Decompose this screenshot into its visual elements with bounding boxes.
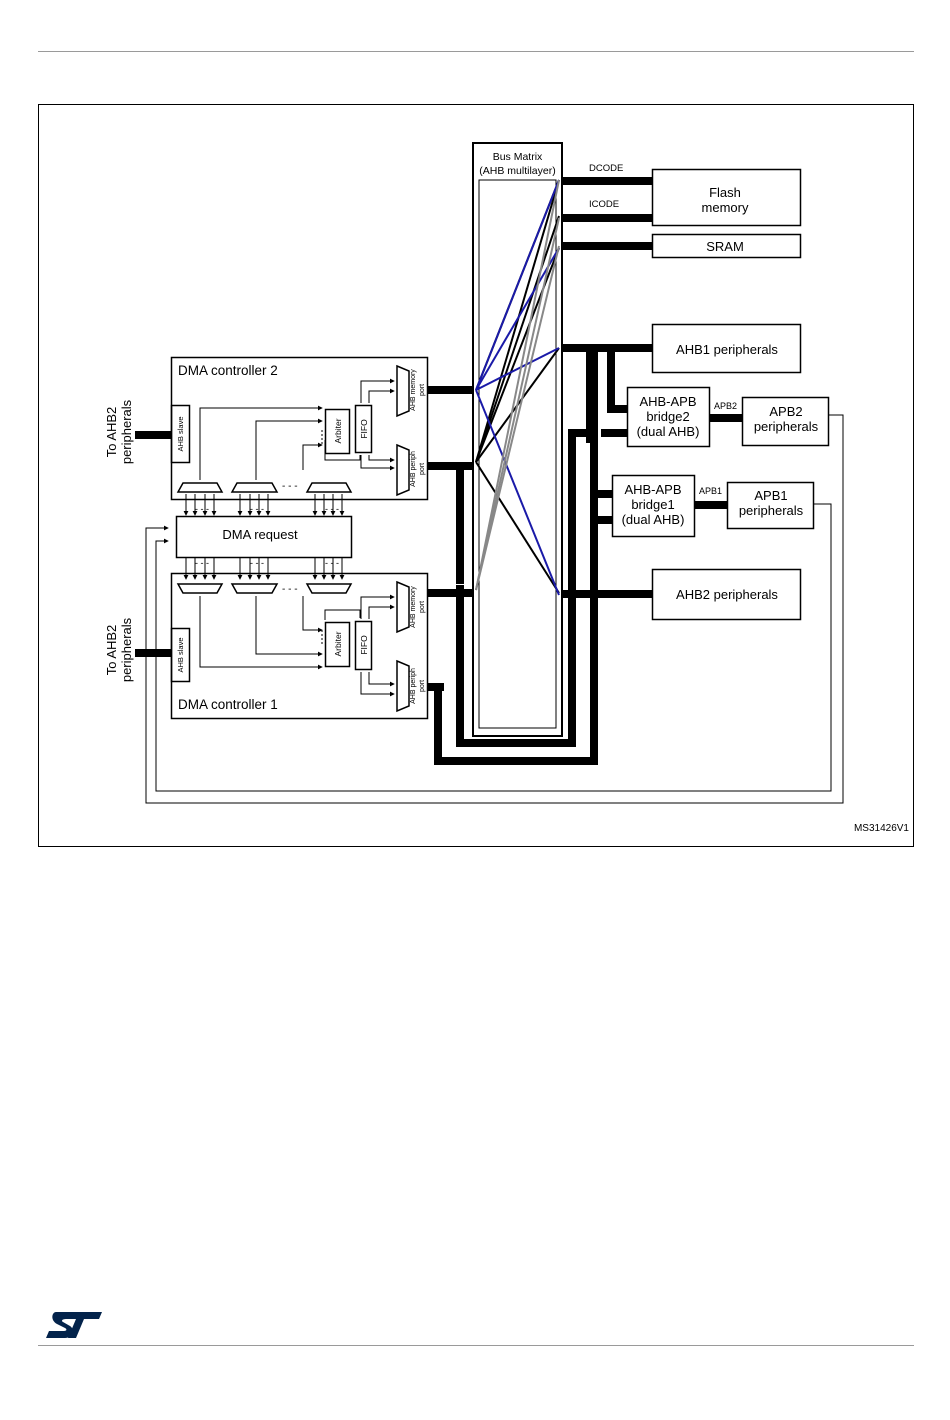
top-rule: [38, 51, 914, 52]
ahb-apb-bridge2-block: AHB-APB bridge2 (dual AHB): [626, 386, 711, 448]
svg-text:FIFO: FIFO: [359, 419, 369, 439]
sram-block: SRAM: [651, 233, 802, 259]
apb1-bus: [695, 501, 728, 509]
bus-matrix-title: Bus Matrix: [493, 151, 543, 163]
bus-matrix-subtitle: (AHB multilayer): [479, 165, 555, 177]
svg-text:port: port: [419, 601, 426, 613]
svg-text:DMA request: DMA request: [222, 527, 298, 542]
svg-text:AHB2 peripherals: AHB2 peripherals: [676, 587, 778, 602]
apb1-peripherals-block: APB1 peripherals: [726, 481, 815, 530]
to-ahb2-label-bottom: To AHB2 peripherals: [104, 617, 134, 682]
svg-text:peripherals: peripherals: [739, 503, 804, 518]
svg-text:AHB-APB: AHB-APB: [624, 482, 681, 497]
apb2-peripherals-block: APB2 peripherals: [741, 396, 830, 447]
svg-text:APB1: APB1: [754, 488, 787, 503]
svg-text:AHB1 peripherals: AHB1 peripherals: [676, 342, 778, 357]
bus-matrix: Bus Matrix (AHB multilayer): [472, 142, 563, 737]
feedback-lines: [145, 414, 844, 804]
dma1-title: DMA controller 1: [178, 697, 278, 712]
svg-text:APB2: APB2: [769, 404, 802, 419]
st-logo: [46, 1312, 102, 1338]
svg-text:AHB periph: AHB periph: [410, 451, 417, 487]
svg-text:AHB memory: AHB memory: [410, 586, 417, 628]
svg-text:- - -: - - -: [282, 481, 298, 492]
bottom-rule: [38, 1345, 914, 1346]
svg-text:To AHB2: To AHB2: [104, 407, 119, 458]
svg-text:SRAM: SRAM: [706, 239, 744, 254]
svg-text:FIFO: FIFO: [359, 635, 369, 655]
svg-text:- - -: - - -: [325, 558, 339, 568]
svg-text:bridge2: bridge2: [646, 409, 689, 424]
ahb-apb-bridge1-block: AHB-APB bridge1 (dual AHB): [611, 474, 696, 538]
svg-text:(dual AHB): (dual AHB): [637, 424, 700, 439]
ahb2-peripherals-block: AHB2 peripherals: [651, 568, 802, 621]
svg-text:bridge1: bridge1: [631, 497, 674, 512]
svg-text:AHB periph: AHB periph: [410, 668, 417, 704]
svg-text:peripherals: peripherals: [754, 419, 819, 434]
svg-text:port: port: [419, 680, 426, 692]
svg-text:To AHB2: To AHB2: [104, 625, 119, 676]
icode-label: ICODE: [589, 199, 619, 210]
svg-text:port: port: [419, 384, 426, 396]
svg-text:AHB slave: AHB slave: [176, 637, 185, 672]
svg-text:- - -: - - -: [250, 558, 264, 568]
dcode-label: DCODE: [589, 163, 623, 174]
apb2-label: APB2: [714, 401, 737, 411]
memory-buses: [562, 177, 652, 250]
figure-id: MS31426V1: [854, 823, 909, 834]
svg-text:(dual AHB): (dual AHB): [622, 512, 685, 527]
ahb2-periph-bus: [562, 590, 652, 598]
svg-text:AHB slave: AHB slave: [176, 416, 185, 451]
svg-text:- - -: - - -: [195, 504, 209, 514]
apb2-bus: [710, 414, 743, 422]
svg-text:- - -: - - -: [250, 504, 264, 514]
svg-text:peripherals: peripherals: [119, 399, 134, 464]
apb1-label: APB1: [699, 486, 722, 496]
dma-periph-bus-loops: [428, 386, 598, 765]
svg-text:Arbiter: Arbiter: [333, 418, 343, 443]
dma-controller-2: DMA controller 2 AHB slave Arbiter FIFO …: [135, 356, 429, 501]
dma2-title: DMA controller 2: [178, 363, 278, 378]
svg-text:Arbiter: Arbiter: [333, 631, 343, 656]
dma-controller-1: DMA controller 1 AHB slave Arbiter FIFO …: [135, 572, 429, 720]
figure-frame: [38, 104, 914, 847]
peripheral-buses: [562, 344, 652, 763]
crossbar-lines: [475, 179, 560, 596]
svg-text:memory: memory: [702, 200, 749, 215]
svg-text:Flash: Flash: [709, 185, 741, 200]
svg-text:peripherals: peripherals: [119, 617, 134, 682]
svg-text:port: port: [419, 463, 426, 475]
svg-text:- - -: - - -: [325, 504, 339, 514]
svg-text:AHB memory: AHB memory: [410, 369, 417, 411]
to-ahb2-label-top: To AHB2 peripherals: [104, 399, 134, 464]
flash-memory-block: Flash memory: [651, 168, 802, 227]
svg-text:AHB-APB: AHB-APB: [639, 394, 696, 409]
dma-request-block: DMA request -: [175, 494, 353, 580]
ahb1-peripherals-block: AHB1 peripherals: [651, 323, 802, 374]
svg-text:- - -: - - -: [195, 558, 209, 568]
svg-text:- - -: - - -: [282, 584, 298, 595]
